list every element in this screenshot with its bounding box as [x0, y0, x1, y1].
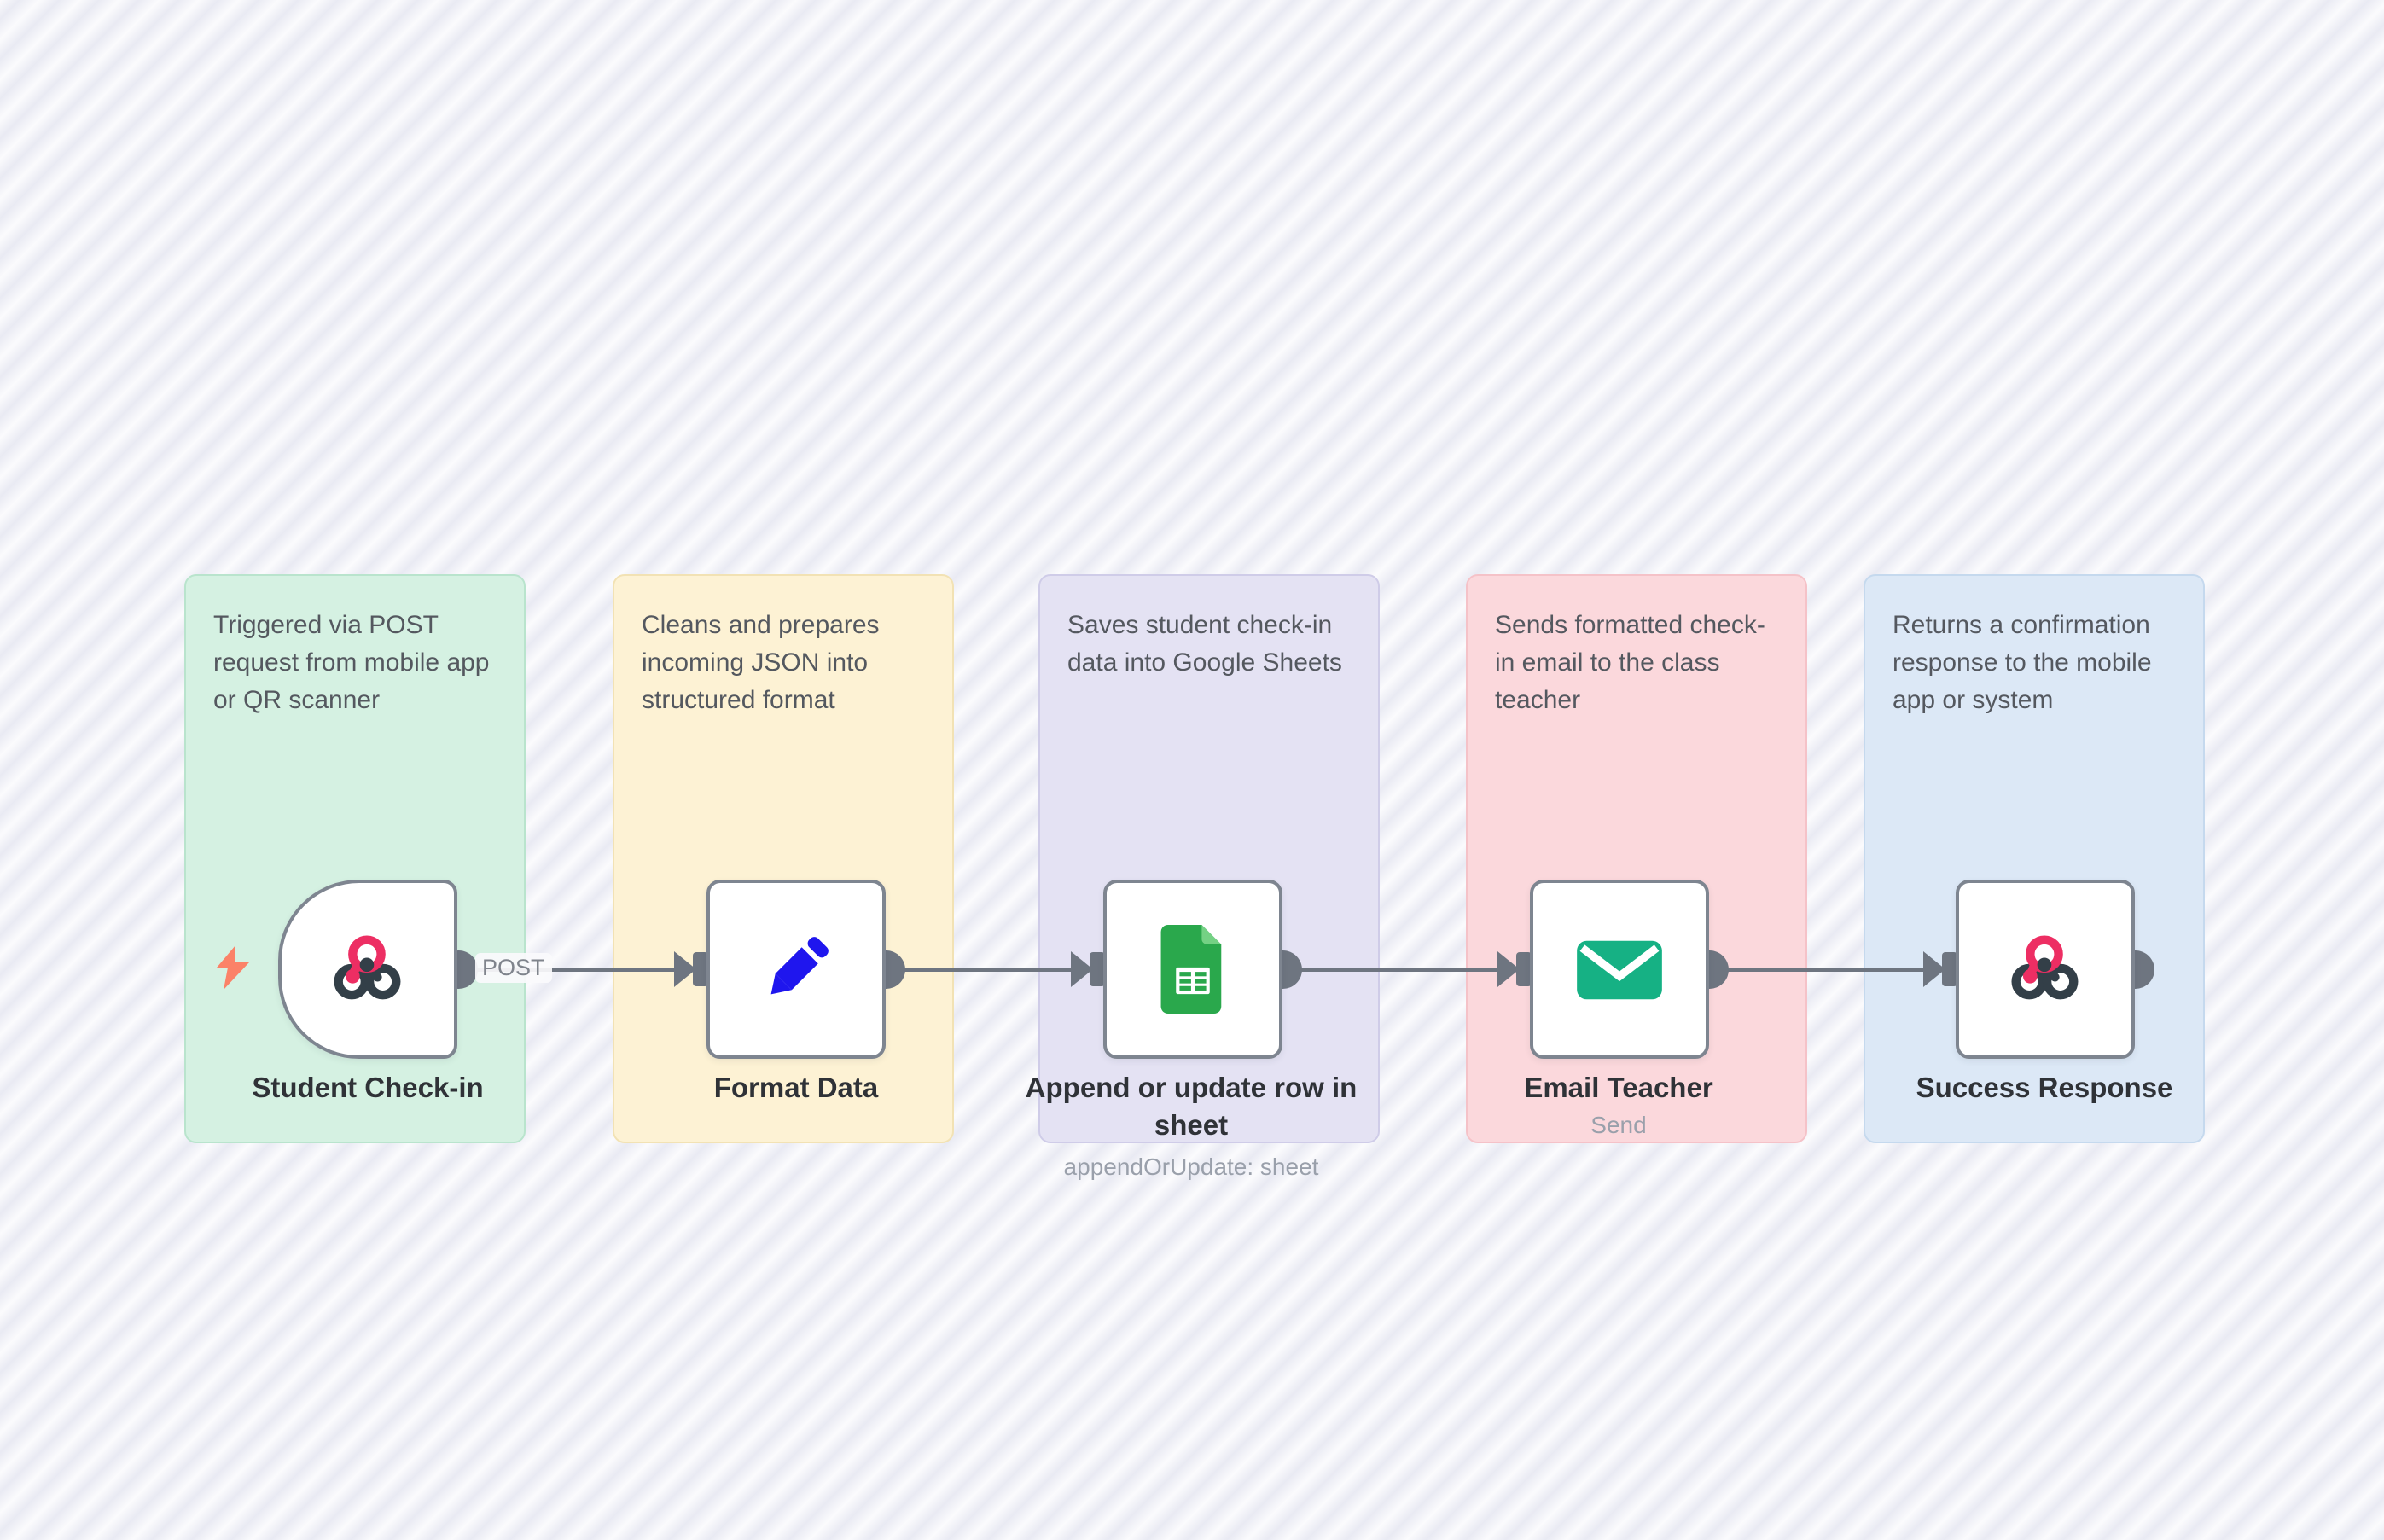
input-port[interactable]: [1942, 952, 1957, 986]
connection-line[interactable]: [1282, 968, 1500, 972]
sticky-note-text: Triggered via POST request from mobile a…: [213, 611, 490, 714]
node-student-check-in[interactable]: [278, 880, 457, 1059]
node-label: Student Check-in: [252, 1072, 484, 1103]
node-sublabel: Send: [1590, 1112, 1647, 1138]
input-port-arrow-icon[interactable]: [1071, 951, 1093, 987]
connection-line[interactable]: [458, 968, 676, 972]
input-port[interactable]: [693, 952, 708, 986]
sticky-note-text: Saves student check-in data into Google …: [1067, 611, 1342, 677]
lightning-bolt-icon: [213, 944, 254, 995]
input-port-arrow-icon[interactable]: [674, 951, 696, 987]
connection-label-post: POST: [475, 953, 552, 983]
pencil-icon: [752, 925, 840, 1014]
connection-line[interactable]: [886, 968, 1073, 972]
node-sublabel: appendOrUpdate: sheet: [1063, 1154, 1319, 1180]
sticky-note-text: Cleans and prepares incoming JSON into s…: [642, 611, 880, 714]
input-port[interactable]: [1090, 952, 1105, 986]
input-port-arrow-icon[interactable]: [1923, 951, 1945, 987]
sticky-note-text: Sends formatted check-in email to the cl…: [1495, 611, 1765, 714]
node-label: Format Data: [713, 1072, 879, 1103]
node-success-response[interactable]: [1956, 880, 2135, 1059]
node-email-teacher[interactable]: [1530, 880, 1709, 1059]
sticky-note-format-data[interactable]: Cleans and prepares incoming JSON into s…: [613, 574, 954, 1143]
webhook-icon: [2001, 925, 2090, 1014]
connection-line[interactable]: [1709, 968, 1927, 972]
node-google-sheets[interactable]: [1103, 880, 1282, 1059]
webhook-icon: [323, 925, 412, 1014]
sticky-note-text: Returns a confirmation response to the m…: [1893, 611, 2152, 714]
input-port[interactable]: [1516, 952, 1532, 986]
input-port-arrow-icon[interactable]: [1497, 951, 1520, 987]
node-label: Email Teacher: [1524, 1072, 1713, 1103]
node-format-data[interactable]: [706, 880, 886, 1059]
google-sheets-icon: [1150, 925, 1236, 1014]
node-label: Success Response: [1916, 1072, 2173, 1103]
node-label: Append or update row in sheet: [1025, 1072, 1358, 1141]
envelope-icon: [1573, 925, 1666, 1014]
